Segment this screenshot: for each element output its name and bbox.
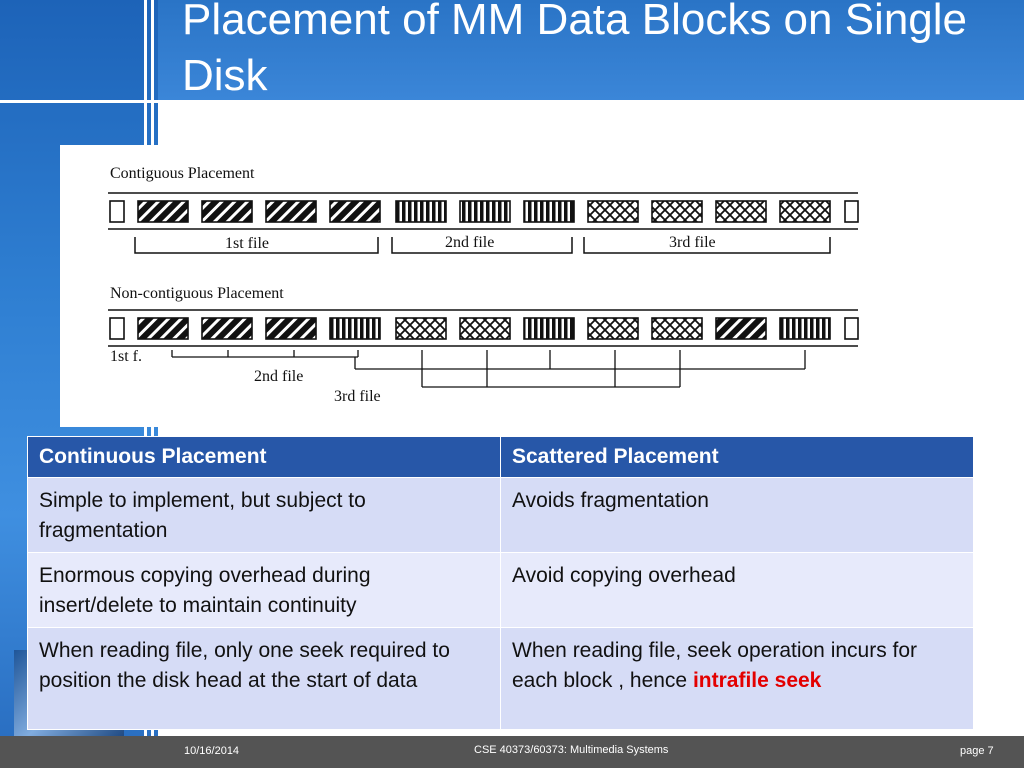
disk-block-vert — [779, 317, 831, 340]
disk-block-cross — [587, 200, 639, 223]
disk-block-cross — [715, 200, 767, 223]
disk-block-vert — [329, 317, 381, 340]
footer-date: 10/16/2014 — [184, 745, 240, 757]
table-cell: Avoid copying overhead — [500, 552, 974, 628]
disk-block-diag — [265, 317, 317, 340]
disk-block-diag — [715, 317, 767, 340]
horizontal-divider-line — [0, 100, 1024, 103]
disk-block-cross — [587, 317, 639, 340]
table-cell: When reading file, seek operation incurs… — [500, 627, 974, 730]
disk-block-cross — [651, 200, 703, 223]
file2-span-line — [354, 350, 806, 370]
placement-diagram-svg: Contiguous Placement 1st file 2nd file 3… — [108, 165, 859, 405]
bracket-2nd-file — [391, 237, 573, 254]
bracket-3rd-file — [583, 237, 831, 254]
disk-block-cross — [651, 317, 703, 340]
table-cell: When reading file, only one seek require… — [27, 627, 501, 730]
disk-block-vert — [523, 317, 575, 340]
slide-footer: 10/16/2014 CSE 40373/60373: Multimedia S… — [0, 736, 1024, 768]
file2-label: 2nd file — [254, 368, 303, 385]
bracket-label-3rd-file: 3rd file — [669, 234, 716, 251]
bracket-1st-file — [134, 237, 379, 254]
disk-block-cross — [459, 317, 511, 340]
disk-block-empty — [844, 317, 859, 340]
disk-block-diag — [265, 200, 317, 223]
disk-block-empty — [844, 200, 859, 223]
disk-block-diag — [329, 200, 381, 223]
disk-block-cross — [395, 317, 447, 340]
noncontiguous-placement-label: Non-contiguous Placement — [110, 285, 284, 302]
table-cell: Avoids fragmentation — [500, 477, 974, 553]
disk-block-diag — [137, 200, 189, 223]
header-continuous-placement: Continuous Placement — [27, 436, 501, 478]
table-cell: Enormous copying overhead during insert/… — [27, 552, 501, 628]
noncontiguous-blocks — [109, 317, 859, 340]
title-band — [158, 0, 1024, 100]
table-row: Simple to implement, but subject to frag… — [27, 477, 974, 553]
footer-course: CSE 40373/60373: Multimedia Systems — [474, 744, 669, 756]
header-scattered-placement: Scattered Placement — [500, 436, 974, 478]
table-header-row: Continuous Placement Scattered Placement — [27, 436, 974, 478]
intrafile-seek-highlight: intrafile seek — [692, 669, 822, 692]
seek-text: When reading file, seek operation incurs… — [512, 639, 918, 692]
table-cell: Simple to implement, but subject to frag… — [27, 477, 501, 553]
disk-block-diag — [201, 317, 253, 340]
contiguous-placement-label: Contiguous Placement — [110, 165, 255, 182]
disk-block-diag — [137, 317, 189, 340]
disk-block-vert — [523, 200, 575, 223]
bracket-label-1st-file: 1st file — [225, 235, 269, 252]
table-row: When reading file, only one seek require… — [27, 627, 974, 730]
disk-block-vert — [459, 200, 511, 223]
footer-page-number: page 7 — [960, 745, 994, 757]
placement-comparison-table: Continuous Placement Scattered Placement… — [27, 436, 974, 730]
file3-span-line — [421, 350, 681, 388]
disk-block-diag — [201, 200, 253, 223]
contiguous-blocks — [109, 200, 859, 223]
disk-block-cross — [779, 200, 831, 223]
disk-block-vert — [395, 200, 447, 223]
disk-block-empty — [109, 200, 125, 223]
placement-diagram: Contiguous Placement 1st file 2nd file 3… — [60, 145, 920, 427]
table-row: Enormous copying overhead during insert/… — [27, 552, 974, 628]
slide-title: Placement of MM Data Blocks on Single Di… — [182, 0, 968, 100]
disk-block-empty — [109, 317, 125, 340]
file1-span-line — [171, 350, 359, 358]
file3-label: 3rd file — [334, 388, 381, 405]
file1-short-label: 1st f. — [110, 348, 142, 365]
bracket-label-2nd-file: 2nd file — [445, 234, 494, 251]
